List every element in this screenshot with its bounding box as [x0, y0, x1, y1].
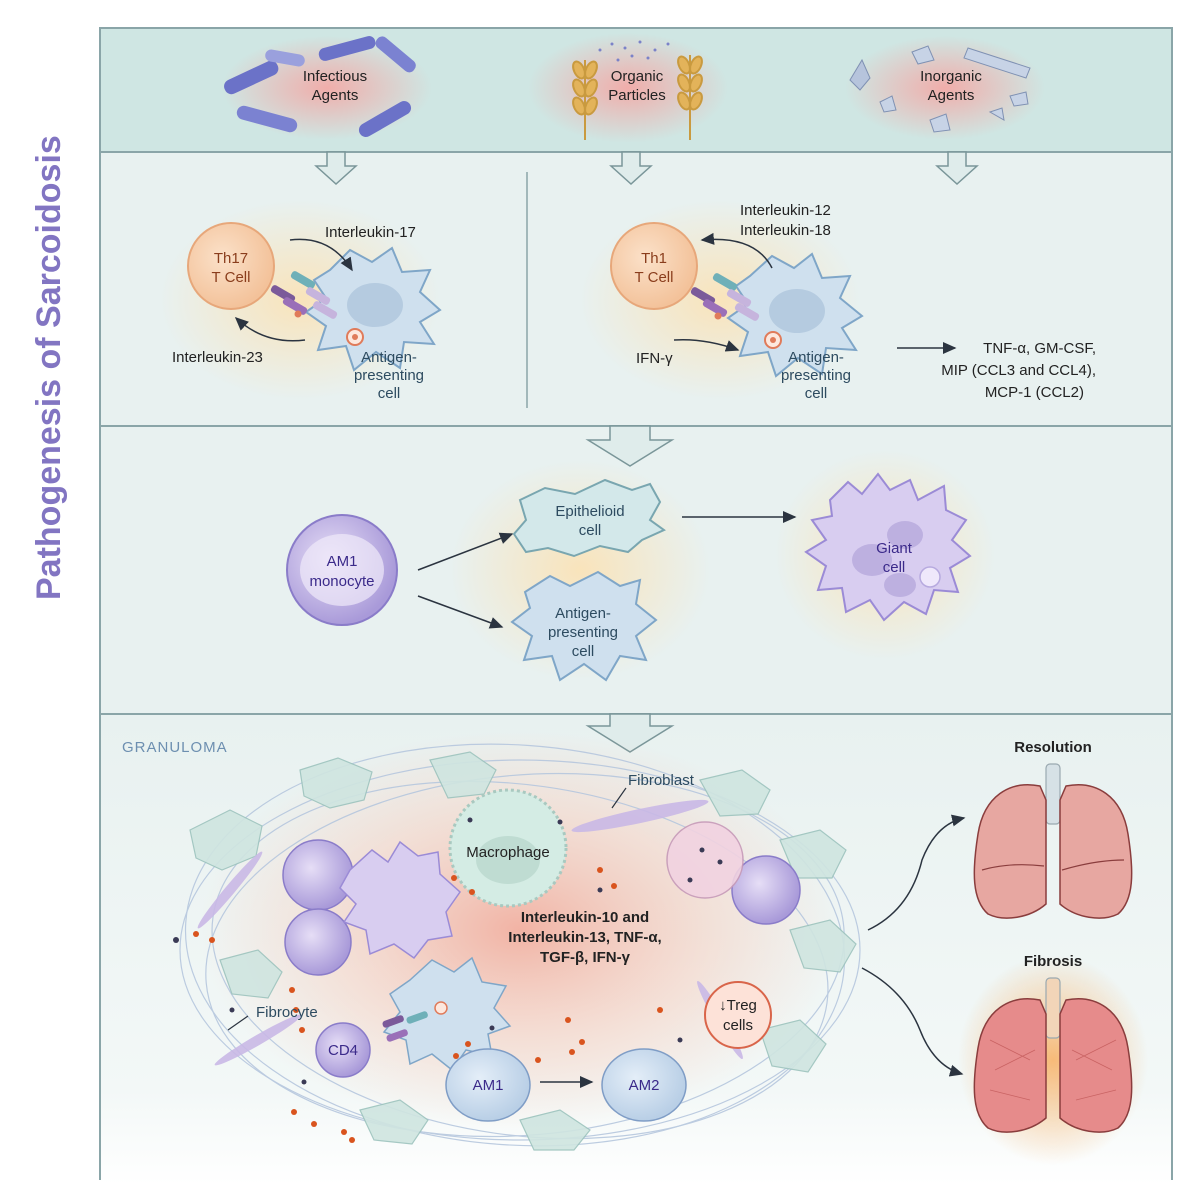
page-title: Pathogenesis of Sarcoidosis — [30, 135, 68, 600]
treg-label-line1: ↓Treg — [719, 997, 757, 1014]
granuloma-giant-cell — [339, 840, 461, 960]
th1-output-line2: MIP (CCL3 and CCL4), — [941, 362, 1096, 379]
granuloma-receptor-complex — [382, 1011, 428, 1042]
lymphocyte-2 — [284, 908, 352, 976]
giant-label-line2: cell — [883, 559, 906, 576]
cd4-cell — [315, 1022, 371, 1078]
th1-il18-label: Interleukin-18 — [740, 222, 831, 239]
wheat-icon — [572, 55, 703, 140]
th1-label-line1: Th1 — [641, 250, 667, 267]
cytokines-line1: Interleukin-10 and — [521, 909, 649, 926]
outcomes: Resolution Fibrosis — [861, 739, 1148, 1165]
trigger-inorganic-line2: Agents — [928, 87, 975, 104]
trigger-infectious-line1: Infectious — [303, 68, 367, 85]
granuloma: Macrophage CD4 AM1 AM2 ↓Treg cells Inter — [173, 730, 861, 1151]
epithelioid-label-line2: cell — [579, 522, 602, 539]
monocyte-label-line2: monocyte — [309, 573, 374, 590]
cd4-label: CD4 — [328, 1042, 358, 1059]
th17-apc-line2: presenting — [354, 367, 424, 384]
fibrocyte-label: Fibrocyte — [256, 1004, 318, 1021]
lymphocyte-3 — [731, 855, 801, 925]
resolution-label: Resolution — [1014, 739, 1092, 756]
differentiation-section: AM1 monocyte Epithelioid cell Antigen- p… — [286, 450, 995, 682]
diff-apc-line1: Antigen- — [555, 605, 611, 622]
cytokines-line3: TGF-β, IFN-γ — [540, 949, 631, 966]
macrophage-label: Macrophage — [466, 844, 549, 861]
lymphocyte-1 — [282, 839, 354, 911]
th17-apc-line3: cell — [378, 385, 401, 402]
differentiation-apc — [510, 570, 658, 682]
th17-il23-label: Interleukin-23 — [172, 349, 263, 366]
trigger-inorganic: Inorganic Agents — [845, 36, 1045, 140]
treg-cell — [704, 981, 772, 1049]
lungs-resolution-icon — [973, 763, 1133, 919]
th1-receptor-complex — [690, 273, 760, 321]
am1-label: AM1 — [473, 1077, 504, 1094]
macrophage: Macrophage — [448, 788, 568, 908]
lungs-fibrosis-icon — [973, 977, 1133, 1133]
epithelioid-cell — [512, 478, 666, 558]
th1-ifn-label: IFN-γ — [636, 350, 673, 367]
th1-output-line1: TNF-α, GM-CSF, — [983, 340, 1096, 357]
trigger-infectious: Infectious Agents — [222, 36, 432, 140]
th17-label-line1: Th17 — [214, 250, 248, 267]
th1-il12-label: Interleukin-12 — [740, 202, 831, 219]
th17-section: Th17 T Cell Interleukin-17 Interleukin-2… — [160, 200, 442, 402]
fibrosis-label: Fibrosis — [1024, 953, 1082, 970]
th1-label-line2: T Cell — [635, 269, 674, 286]
cytokines-line2: Interleukin-13, TNF-α, — [508, 929, 661, 946]
down-arrows-row1 — [314, 151, 979, 186]
granuloma-am1 — [445, 1048, 531, 1122]
down-arrow-row2 — [585, 425, 675, 467]
trigger-organic: Organic Particles — [528, 33, 728, 143]
giant-label-line1: Giant — [876, 540, 913, 557]
granuloma-section-label: GRANULOMA — [122, 739, 228, 756]
diff-apc-line2: presenting — [548, 624, 618, 641]
th1-section: Th1 T Cell Interleukin-12 Interleukin-18… — [580, 200, 1096, 402]
trigger-infectious-line2: Agents — [312, 87, 359, 104]
th1-apc-line3: cell — [805, 385, 828, 402]
diff-apc-line3: cell — [572, 643, 595, 660]
panel-granuloma — [99, 713, 1173, 1180]
th17-label-line2: T Cell — [212, 269, 251, 286]
treg-label-line2: cells — [723, 1017, 753, 1034]
am2-label: AM2 — [629, 1077, 660, 1094]
th17-receptor-complex — [270, 271, 338, 319]
th1-t-cell — [610, 222, 698, 310]
epithelioid-label-line1: Epithelioid — [555, 503, 624, 520]
th17-il17-label: Interleukin-17 — [325, 224, 416, 241]
th1-output-line3: MCP-1 (CCL2) — [985, 384, 1084, 401]
fibroblast-label: Fibroblast — [628, 772, 695, 789]
down-arrow-row3 — [585, 713, 675, 753]
th1-apc-line2: presenting — [781, 367, 851, 384]
monocyte-label-line1: AM1 — [327, 553, 358, 570]
th1-apc-line1: Antigen- — [788, 349, 844, 366]
th17-apc-line1: Antigen- — [361, 349, 417, 366]
th17-t-cell — [187, 222, 275, 310]
trigger-inorganic-line1: Inorganic — [920, 68, 982, 85]
granuloma-am2 — [601, 1048, 687, 1122]
trigger-organic-line2: Particles — [608, 87, 666, 104]
trigger-organic-line1: Organic — [611, 68, 664, 85]
